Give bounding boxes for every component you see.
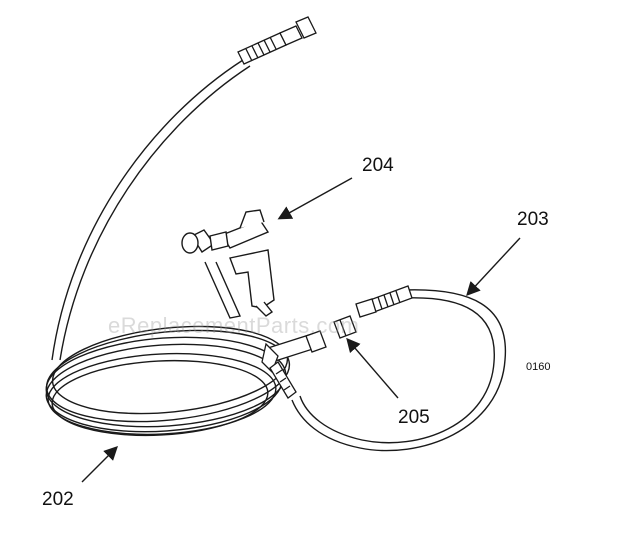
callout-202: 202 <box>42 489 74 510</box>
spray-gun-204 <box>181 209 275 319</box>
hose-203 <box>291 289 507 452</box>
hose-203-end-fitting <box>355 285 413 318</box>
drawing-number: 0160 <box>526 361 551 373</box>
watermark: eReplacementParts.com <box>108 313 360 338</box>
hose-202-top-fitting <box>237 16 317 65</box>
callout-arrows <box>81 177 521 483</box>
callout-205: 205 <box>398 407 430 428</box>
callout-204: 204 <box>362 155 394 176</box>
callout-203: 203 <box>517 209 549 230</box>
hose-202 <box>45 59 291 437</box>
arrow-203 <box>466 237 521 297</box>
coupling-fitting <box>261 330 327 399</box>
arrow-202 <box>81 446 118 483</box>
arrow-204 <box>277 177 353 220</box>
swivel-205 <box>333 315 357 339</box>
arrow-205 <box>346 337 399 399</box>
